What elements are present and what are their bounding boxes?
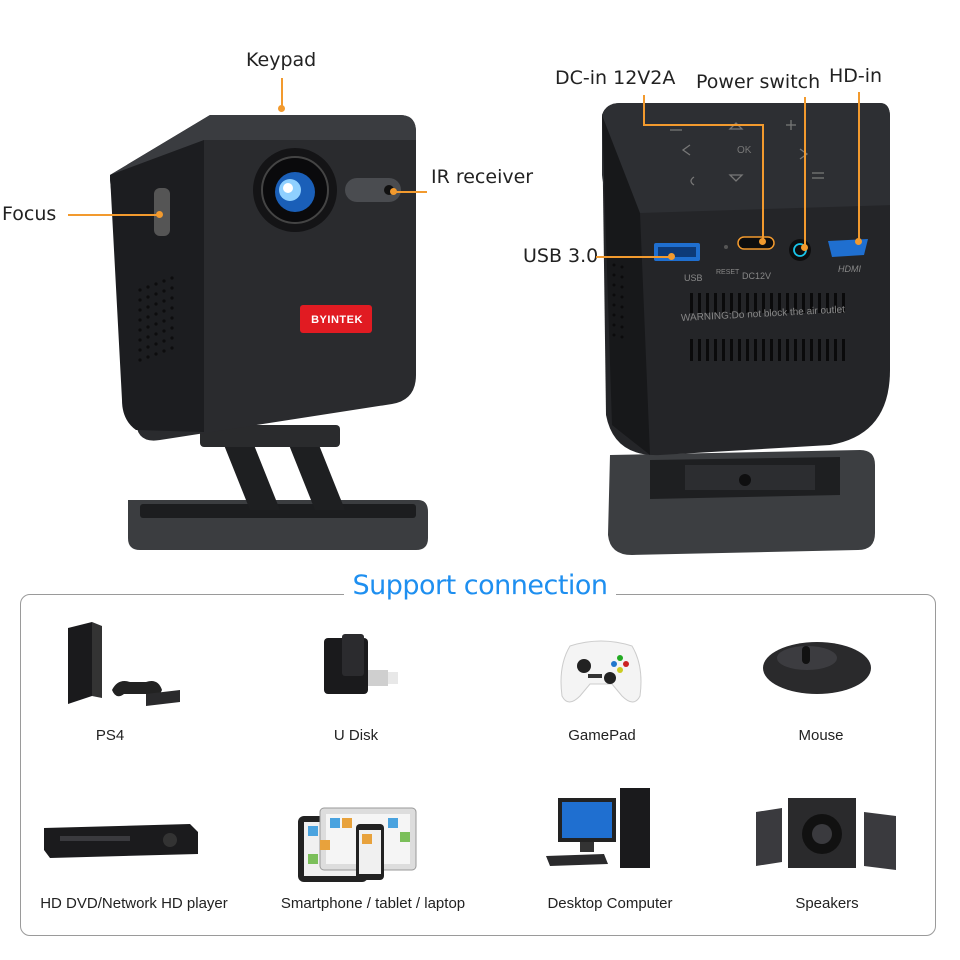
port-hdmi-label: HDMI (838, 264, 861, 274)
projector-front-image (110, 115, 428, 550)
brand-plate (300, 305, 372, 333)
leader-ir-receiver (393, 191, 427, 193)
callout-power-switch: Power switch (696, 71, 821, 93)
leader-keypad (281, 78, 283, 108)
device-label-smartphone-tablet-laptop: Smartphone / tablet / laptop (280, 895, 466, 912)
device-label-gamepad: GamePad (568, 727, 636, 744)
callout-ir-receiver: IR receiver (431, 166, 534, 188)
projector-back-image (602, 103, 890, 555)
section-title: Support connection (0, 570, 960, 601)
leader-focus (68, 214, 160, 216)
ps4-console-icon (68, 622, 180, 706)
device-label-dvd-player: HD DVD/Network HD player (40, 895, 228, 912)
callout-keypad: Keypad (246, 49, 317, 71)
callout-focus: Focus (2, 203, 57, 225)
device-label-speakers: Speakers (795, 895, 859, 912)
port-usb-label: USB (684, 273, 703, 283)
port-dc-label: DC12V (742, 271, 772, 281)
device-label-desktop-computer: Desktop Computer (547, 895, 673, 912)
device-label-ps4: PS4 (95, 727, 125, 744)
speakers-icon (756, 798, 896, 870)
desktop-computer-icon (546, 788, 650, 868)
device-label-u-disk: U Disk (333, 727, 379, 744)
device-label-mouse: Mouse (798, 727, 844, 744)
mouse-icon (763, 642, 871, 694)
callout-dc-in: DC-in 12V2A (555, 67, 676, 89)
dvd-player-icon (44, 824, 198, 858)
devices-icon (298, 807, 417, 882)
keypad-ok-label: OK (737, 145, 752, 156)
callout-usb: USB 3.0 (523, 245, 599, 267)
port-reset-label: RESET (716, 269, 740, 276)
callout-hd-in: HD-in (829, 65, 883, 87)
brand-logo: BYINTEK (311, 314, 363, 326)
gamepad-icon (560, 640, 642, 703)
usb-drive-icon (324, 634, 398, 694)
